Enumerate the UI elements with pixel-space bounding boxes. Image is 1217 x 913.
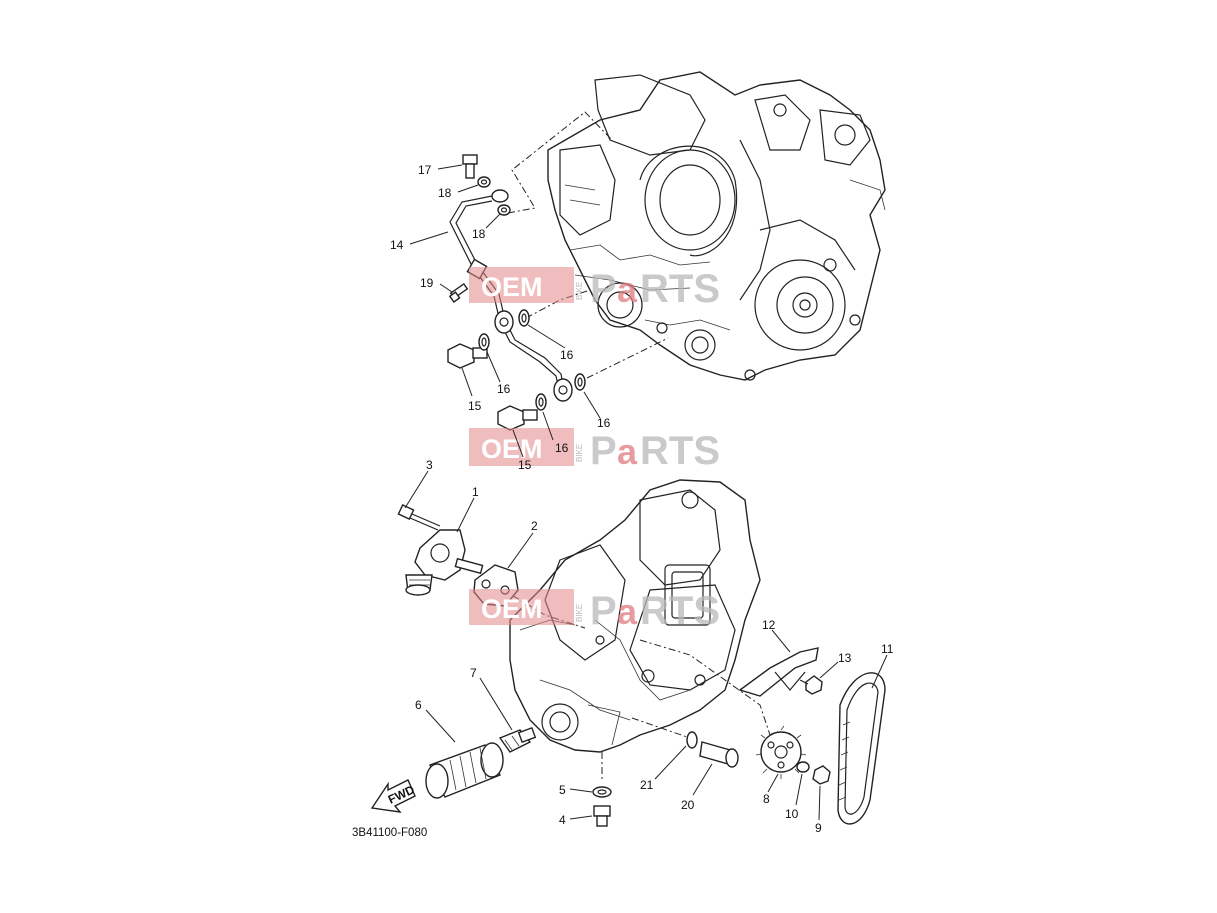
- callout-12: 12: [762, 618, 776, 632]
- callout-labels: 17 18 18 14 19 16 16 15 16 16 15 3 1 2 1…: [390, 163, 894, 835]
- washer-10: [796, 761, 810, 773]
- o-ring-21: [686, 731, 698, 749]
- watermark-oem-text: OEM: [481, 434, 543, 464]
- forward-direction-indicator: FWD: [370, 779, 417, 813]
- callout-2: 2: [531, 519, 538, 533]
- watermark-parts-p: P: [590, 589, 617, 633]
- callout-16-b: 16: [497, 382, 511, 396]
- watermark-middle: OEM BIKE P a RTS: [469, 428, 720, 473]
- gasket-washers-18: [477, 176, 511, 216]
- watermark-bike-text: BIKE: [575, 282, 584, 300]
- union-bolt-17: [462, 154, 478, 179]
- callout-9: 9: [815, 821, 822, 835]
- callout-11: 11: [881, 642, 894, 656]
- diagram-code: 3B41100-F080: [352, 827, 427, 839]
- watermark-parts-p: P: [590, 267, 617, 311]
- upper-crankcase-drawing: [547, 71, 886, 381]
- callout-16-c: 16: [597, 416, 611, 430]
- watermark-bike-text: BIKE: [575, 444, 584, 462]
- watermark-bike-text: BIKE: [575, 604, 584, 622]
- callout-18-upper: 18: [438, 186, 452, 200]
- bolt-3: [397, 504, 441, 531]
- drain-bolt-4: [593, 805, 611, 827]
- watermark-oem-text: OEM: [481, 272, 543, 302]
- watermark-upper: OEM BIKE P a RTS: [469, 267, 720, 311]
- callout-15-lower: 15: [518, 458, 532, 472]
- callout-17: 17: [418, 163, 432, 177]
- callout-7: 7: [470, 666, 477, 680]
- watermark-parts-a: a: [617, 431, 638, 472]
- bolt-13: [799, 675, 823, 695]
- watermark-parts-a: a: [617, 269, 638, 310]
- callout-19: 19: [420, 276, 434, 290]
- gasket-washers-16: [478, 309, 586, 411]
- callout-1: 1: [472, 485, 479, 499]
- watermark-oem-text: OEM: [481, 594, 543, 624]
- drain-washer-5: [592, 786, 612, 798]
- callout-21: 21: [640, 778, 654, 792]
- callout-13: 13: [838, 651, 852, 665]
- oil-filter: [425, 742, 504, 799]
- nut-9: [812, 765, 831, 785]
- strainer-20: [699, 741, 739, 768]
- watermark-lower: OEM BIKE P a RTS: [469, 589, 720, 633]
- lower-crankcase-drawing: [509, 479, 761, 753]
- callout-leaders: [404, 164, 888, 821]
- callout-18-lower: 18: [472, 227, 486, 241]
- oil-pump-assembly: [405, 529, 484, 596]
- callout-4: 4: [559, 813, 566, 827]
- union-bolts-15: [447, 343, 538, 431]
- chain-guide: [738, 647, 819, 697]
- callout-8: 8: [763, 792, 770, 806]
- watermark-parts-rest: RTS: [640, 267, 720, 311]
- callout-15-upper: 15: [468, 399, 482, 413]
- upper-assembly-leader-lines: [507, 111, 669, 379]
- filter-union-bolt: [498, 727, 537, 753]
- watermark-parts-a: a: [617, 591, 638, 632]
- watermark-parts-rest: RTS: [640, 589, 720, 633]
- callout-3: 3: [426, 458, 433, 472]
- oil-pump-sprocket: [755, 725, 807, 779]
- watermark-parts-p: P: [590, 429, 617, 473]
- bolt-19: [448, 282, 469, 303]
- drive-chain: [837, 672, 886, 825]
- watermark-parts-rest: RTS: [640, 429, 720, 473]
- callout-6: 6: [415, 698, 422, 712]
- callout-14: 14: [390, 238, 404, 252]
- callout-10: 10: [785, 807, 799, 821]
- callout-16-a: 16: [560, 348, 574, 362]
- callout-20: 20: [681, 798, 695, 812]
- callout-16-d: 16: [555, 441, 569, 455]
- callout-5: 5: [559, 783, 566, 797]
